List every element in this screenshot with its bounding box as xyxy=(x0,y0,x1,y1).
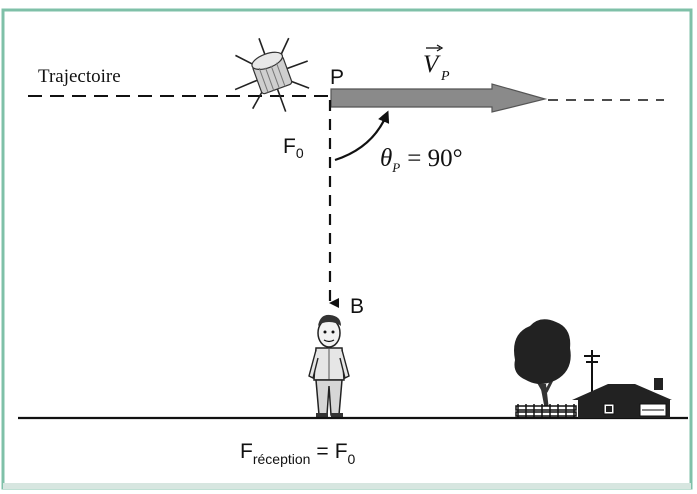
f0-sub: 0 xyxy=(296,145,304,161)
angle-subscript: P xyxy=(391,160,400,175)
point-b-label: B xyxy=(350,295,364,318)
utility-pole-icon xyxy=(584,350,600,394)
angle-value: = 90° xyxy=(407,145,462,172)
reception-sub: réception xyxy=(253,451,311,467)
f0-main: F xyxy=(283,135,296,158)
house-icon xyxy=(572,378,672,418)
tree-icon xyxy=(514,319,571,410)
reception-equation: Fréception=F0 xyxy=(240,440,356,467)
velocity-arrow xyxy=(330,83,548,113)
angle-symbol: θ xyxy=(380,145,392,172)
reception-rhs-f: F xyxy=(335,440,348,463)
reception-f: F xyxy=(240,440,253,463)
velocity-label: V P xyxy=(423,44,450,84)
point-p-label: P xyxy=(330,66,344,89)
observer-person-icon xyxy=(308,314,350,418)
reception-rhs-sub: 0 xyxy=(348,451,356,467)
f0-label: F0 xyxy=(283,135,304,161)
angle-label: θP = 90° xyxy=(380,145,463,175)
trajectory-label: Trajectoire xyxy=(38,66,121,87)
velocity-subscript: P xyxy=(440,69,450,84)
fence-icon xyxy=(515,404,577,418)
satellite-icon xyxy=(234,37,310,112)
angle-arc-arrow xyxy=(334,110,390,162)
velocity-symbol: V xyxy=(423,51,441,78)
reception-equals: = xyxy=(316,440,328,463)
